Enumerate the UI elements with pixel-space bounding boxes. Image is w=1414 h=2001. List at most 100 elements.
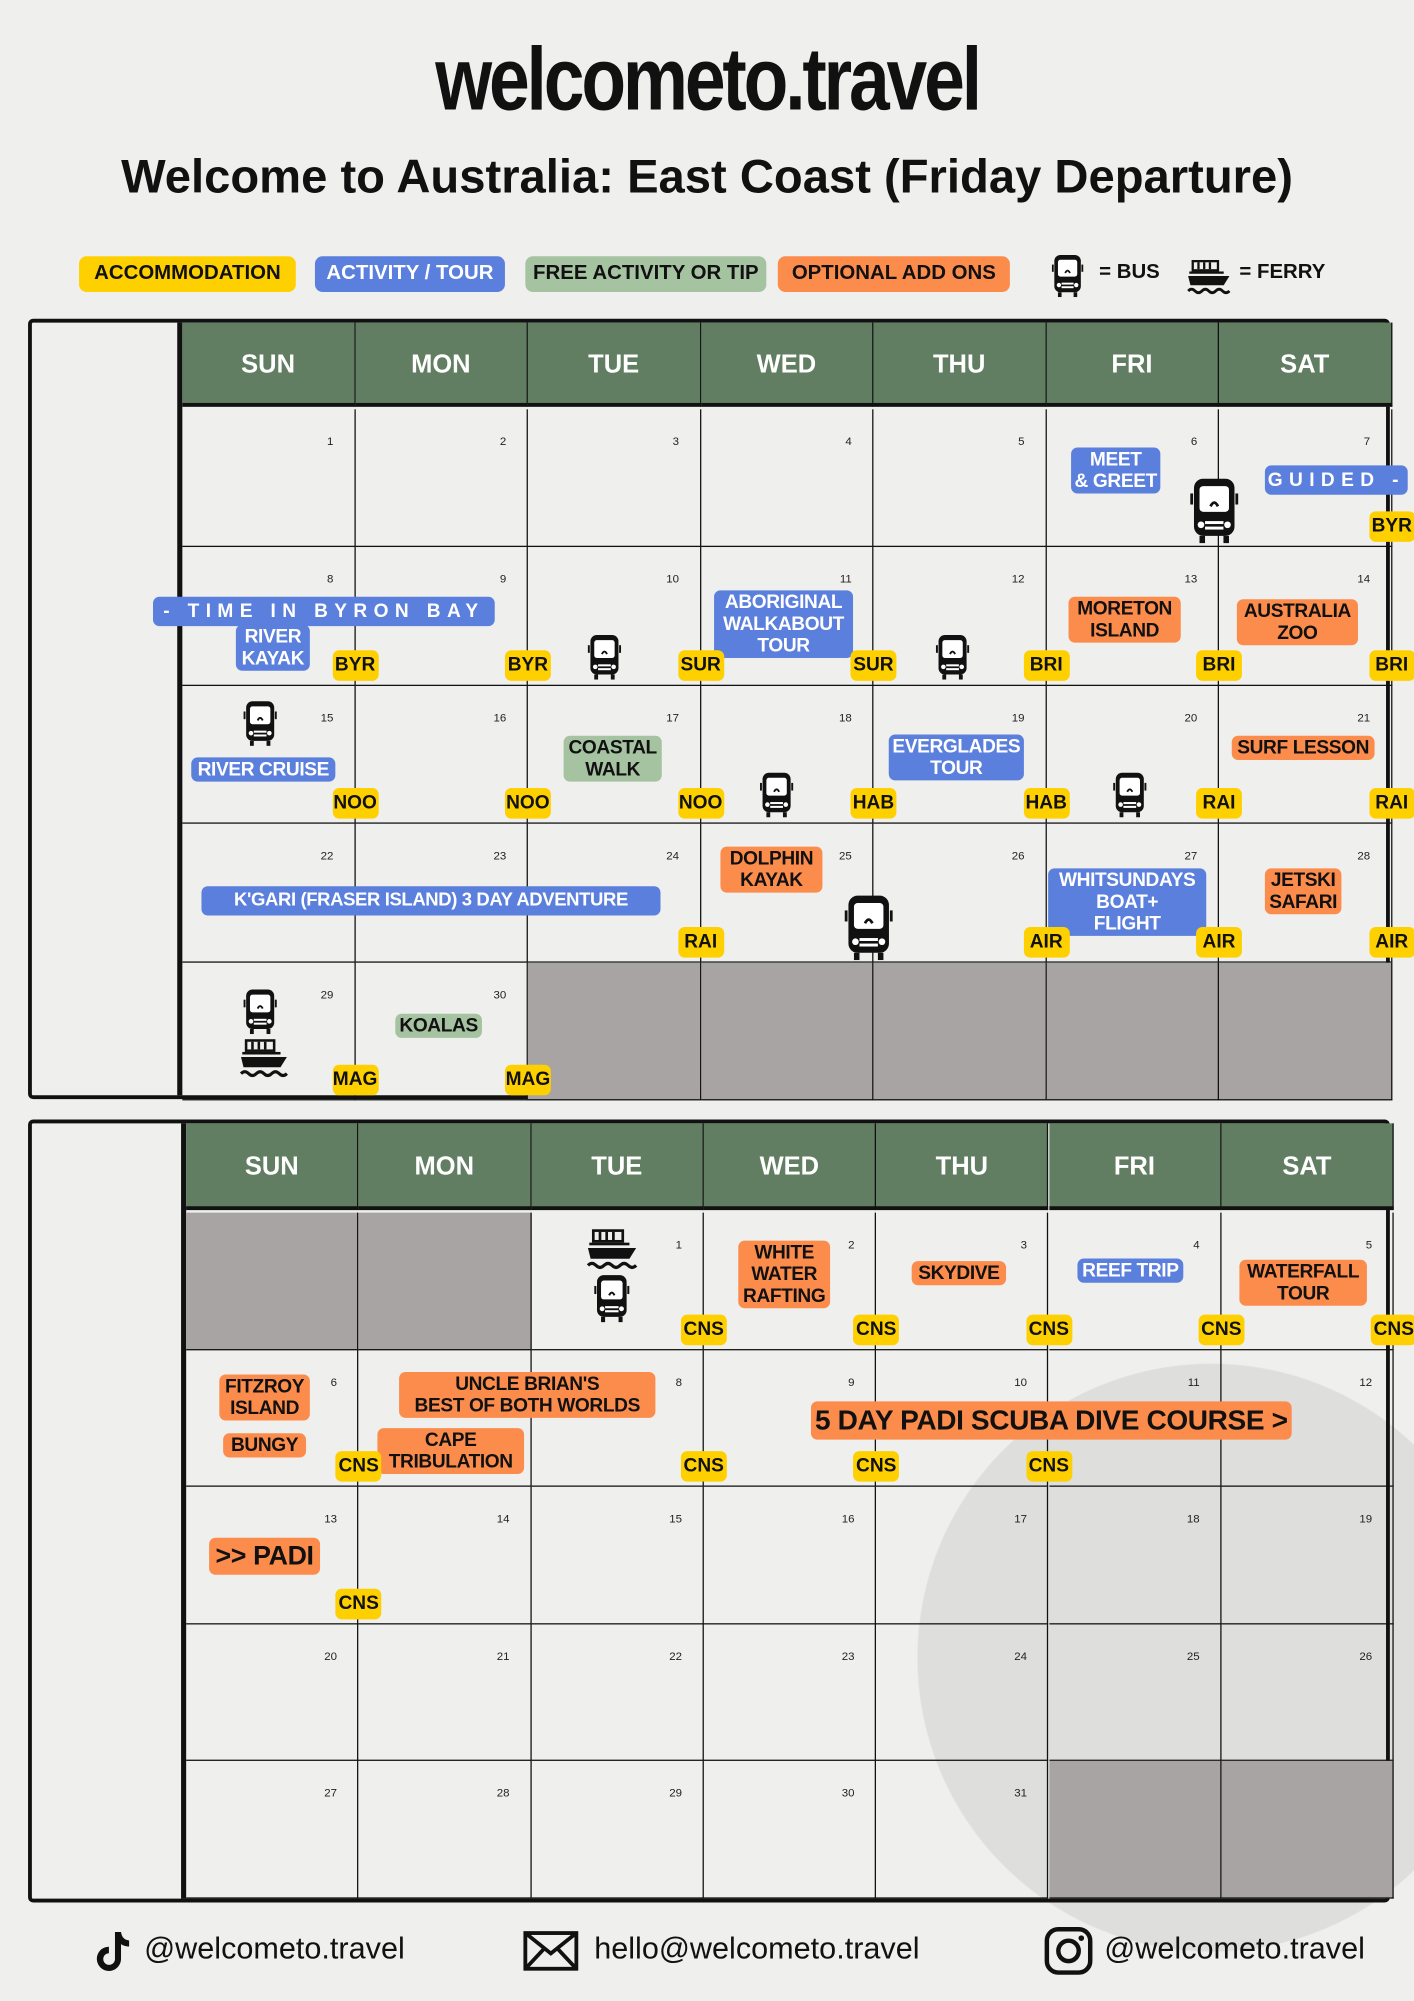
day-cell[interactable]: 4 <box>1048 1212 1222 1350</box>
day-cell[interactable]: 12 <box>873 547 1047 686</box>
day-cell[interactable]: 4 <box>700 409 874 548</box>
day-cell[interactable]: 2 <box>355 409 528 548</box>
instagram-icon[interactable] <box>1044 1926 1093 1982</box>
legend-free-activity: FREE ACTIVITY OR TIP <box>525 256 767 292</box>
event-addon[interactable]: JETSKI SAFARI <box>1264 868 1342 915</box>
day-cell[interactable]: 13 <box>186 1487 359 1625</box>
day-number: 26 <box>1011 849 1025 863</box>
day-cell[interactable]: 2 <box>703 1212 877 1350</box>
day-cell[interactable]: 30 <box>355 962 528 1101</box>
day-cell[interactable]: 29 <box>182 962 356 1101</box>
event-free[interactable]: KOALAS <box>395 1013 482 1038</box>
day-cell[interactable]: 21 <box>358 1624 532 1762</box>
event-addon[interactable]: MORETON ISLAND <box>1068 596 1181 643</box>
day-cell[interactable]: 16 <box>703 1487 877 1625</box>
event-addon[interactable]: SKYDIVE <box>911 1261 1007 1286</box>
event-activity[interactable]: REEF TRIP <box>1077 1258 1184 1283</box>
event-addon[interactable]: BUNGY <box>223 1433 307 1458</box>
day-cell[interactable]: 10 <box>527 547 701 686</box>
day-cell[interactable]: 17 <box>527 685 701 824</box>
page-title: Welcome to Australia: East Coast (Friday… <box>121 150 1293 203</box>
event-addon[interactable]: AUSTRALIA ZOO <box>1236 599 1358 646</box>
day-number: 11 <box>1187 1375 1200 1389</box>
day-cell[interactable]: 3 <box>876 1212 1049 1350</box>
logo: welcometo.travel <box>435 29 982 129</box>
day-cell[interactable]: 26 <box>1221 1624 1394 1762</box>
day-cell[interactable]: 28 <box>358 1761 532 1899</box>
day-cell[interactable]: 21 <box>1218 685 1392 824</box>
day-cell[interactable]: 1 <box>182 409 356 548</box>
event-addon[interactable]: WATERFALL TOUR <box>1239 1259 1367 1306</box>
day-cell[interactable]: 30 <box>703 1761 877 1899</box>
day-cell[interactable]: 28 <box>1218 823 1392 963</box>
day-cell[interactable]: 17 <box>876 1487 1049 1625</box>
event-addon[interactable]: FITZROY ISLAND <box>219 1374 310 1421</box>
event-addon[interactable]: >> PADI <box>209 1537 321 1575</box>
day-cell[interactable]: 3 <box>527 409 701 548</box>
day-cell[interactable]: 15 <box>531 1487 704 1625</box>
day-cell[interactable]: 24 <box>876 1624 1049 1762</box>
calendar-left-divider <box>181 1123 187 1899</box>
day-cell[interactable]: 25 <box>1048 1624 1222 1762</box>
day-cell[interactable]: 16 <box>355 685 528 824</box>
event-activity[interactable]: RIVER CRUISE <box>191 757 336 782</box>
accommodation-tag: CNS <box>1025 1451 1072 1482</box>
empty-day-cell <box>1221 1761 1394 1899</box>
email-icon[interactable] <box>523 1931 579 1978</box>
day-cell[interactable]: 18 <box>1048 1487 1222 1625</box>
day-cell[interactable]: 15 <box>182 685 356 824</box>
day-cell[interactable]: 14 <box>1218 547 1392 686</box>
day-cell[interactable]: 31 <box>876 1761 1049 1899</box>
day-cell[interactable]: 6 <box>1046 409 1219 548</box>
tiktok-icon[interactable] <box>87 1928 135 1983</box>
day-cell[interactable]: 26 <box>873 823 1047 963</box>
day-cell[interactable]: 12 <box>1221 1349 1394 1488</box>
event-addon[interactable]: UNCLE BRIAN'S BEST OF BOTH WORLDS <box>399 1372 656 1418</box>
day-cell[interactable]: 23 <box>703 1624 877 1762</box>
tiktok-handle[interactable]: @welcometo.travel <box>144 1931 405 1967</box>
event-activity[interactable]: - TIME IN BYRON BAY <box>153 596 495 627</box>
day-cell[interactable]: 20 <box>1046 685 1219 824</box>
event-activity[interactable]: K'GARI (FRASER ISLAND) 3 DAY ADVENTURE <box>201 886 661 915</box>
event-activity[interactable]: RIVER KAYAK <box>235 624 310 671</box>
day-number: 25 <box>838 849 852 863</box>
event-addon[interactable]: CAPE TRIBULATION <box>377 1428 525 1475</box>
event-addon[interactable]: DOLPHIN KAYAK <box>720 846 823 893</box>
day-number: 24 <box>666 849 679 863</box>
day-cell[interactable]: 5 <box>1221 1212 1394 1350</box>
day-cell[interactable]: 11 <box>700 547 874 686</box>
day-cell[interactable]: 24 <box>527 823 701 963</box>
day-number: 28 <box>496 1786 510 1800</box>
day-cell[interactable]: 18 <box>700 685 874 824</box>
day-cell[interactable]: 6 <box>186 1349 359 1488</box>
event-activity[interactable]: EVERGLADES TOUR <box>888 734 1024 781</box>
day-cell[interactable]: 13 <box>1046 547 1219 686</box>
day-cell[interactable]: 25 <box>700 823 874 963</box>
day-cell[interactable]: 8 <box>531 1349 704 1488</box>
instagram-handle[interactable]: @welcometo.travel <box>1104 1931 1365 1967</box>
event-activity[interactable]: ABORIGINAL WALKABOUT TOUR <box>714 590 854 658</box>
ferry-icon <box>585 1228 639 1277</box>
day-cell[interactable]: 1 <box>531 1212 704 1350</box>
day-cell[interactable]: 19 <box>873 685 1047 824</box>
day-cell[interactable]: 14 <box>358 1487 532 1625</box>
event-addon[interactable]: WHITE WATER RAFTING <box>738 1240 831 1309</box>
day-cell[interactable]: 29 <box>531 1761 704 1899</box>
event-free[interactable]: COASTAL WALK <box>563 735 662 782</box>
day-cell[interactable]: 27 <box>1046 823 1219 963</box>
bus-icon <box>242 700 278 752</box>
day-number: 18 <box>1186 1512 1200 1526</box>
day-cell[interactable]: 22 <box>531 1624 704 1762</box>
event-addon[interactable]: SURF LESSON <box>1231 735 1375 760</box>
event-activity[interactable]: MEET & GREET <box>1071 447 1161 494</box>
event-activity[interactable]: WHITSUNDAYS BOAT+ FLIGHT <box>1048 868 1207 936</box>
day-cell[interactable]: 9 <box>355 547 528 686</box>
email-address[interactable]: hello@welcometo.travel <box>594 1931 920 1967</box>
event-activity[interactable]: GUIDED - <box>1264 465 1408 495</box>
day-number: 20 <box>324 1649 338 1663</box>
day-cell[interactable]: 5 <box>873 409 1047 548</box>
event-addon[interactable]: 5 DAY PADI SCUBA DIVE COURSE > <box>810 1401 1292 1440</box>
day-cell[interactable]: 20 <box>186 1624 359 1762</box>
day-cell[interactable]: 19 <box>1221 1487 1394 1625</box>
day-cell[interactable]: 27 <box>186 1761 359 1899</box>
